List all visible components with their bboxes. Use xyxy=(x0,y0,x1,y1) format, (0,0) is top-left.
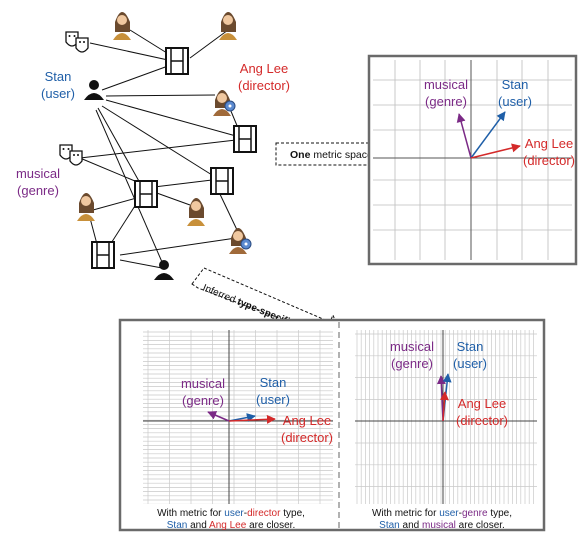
user-silhouette-icon xyxy=(84,80,104,100)
single-metric-space-panel: musical (genre) Stan (user) Ang Lee (dir… xyxy=(367,54,578,266)
left-stan-type: (user) xyxy=(256,392,290,407)
right-ang-type: (director) xyxy=(456,413,508,428)
person-icon xyxy=(77,193,95,221)
musical-type-label: (genre) xyxy=(17,183,59,198)
left-caption-line1: With metric for user-director type, xyxy=(157,508,305,519)
ang-lee-label: Ang Lee xyxy=(240,61,288,76)
film-strip-icon xyxy=(134,180,158,208)
person-icon xyxy=(113,12,131,40)
single-ang-label: Ang Lee xyxy=(525,136,573,151)
director-icon xyxy=(213,90,236,116)
right-metric-grid xyxy=(355,330,537,508)
left-ang-label: Ang Lee xyxy=(283,413,331,428)
right-musical-type: (genre) xyxy=(391,356,433,371)
musical-label: musical xyxy=(16,166,60,181)
svg-text:One metric space: One metric space xyxy=(290,149,373,161)
single-stan-label: Stan xyxy=(502,77,529,92)
left-caption-line2: Stan and Ang Lee are closer. xyxy=(167,520,295,531)
left-stan-label: Stan xyxy=(260,375,287,390)
film-strip-icon xyxy=(165,47,189,75)
person-icon xyxy=(219,12,237,40)
film-strip-icon xyxy=(233,125,257,153)
type-specific-panel: musical (genre) Stan (user) Ang Lee (dir… xyxy=(118,318,546,532)
director-icon xyxy=(229,228,252,254)
single-stan-type: (user) xyxy=(498,94,532,109)
right-stan-label: Stan xyxy=(457,339,484,354)
one-metric-rest: metric space xyxy=(310,149,373,161)
left-metric-grid xyxy=(143,330,333,508)
theater-masks-icon xyxy=(59,144,83,166)
stan-type-label: (user) xyxy=(41,86,75,101)
theater-masks-icon xyxy=(65,31,89,53)
right-ang-label: Ang Lee xyxy=(458,396,506,411)
graph-edges xyxy=(79,29,239,269)
single-musical-label: musical xyxy=(424,77,468,92)
single-ang-type: (director) xyxy=(523,153,575,168)
left-ang-type: (director) xyxy=(281,430,333,445)
user-silhouette-icon xyxy=(154,260,174,280)
left-musical-label: musical xyxy=(181,376,225,391)
film-strip-icon xyxy=(210,167,234,195)
left-musical-type: (genre) xyxy=(182,393,224,408)
ang-lee-type-label: (director) xyxy=(238,78,290,93)
stan-label: Stan xyxy=(45,69,72,84)
right-musical-label: musical xyxy=(390,339,434,354)
right-caption-line1: With metric for user-genre type, xyxy=(372,508,512,519)
right-caption-line2: Stan and musical are closer. xyxy=(379,520,505,531)
one-metric-bold: One xyxy=(290,149,311,161)
person-icon xyxy=(187,198,205,226)
single-musical-type: (genre) xyxy=(425,94,467,109)
right-stan-type: (user) xyxy=(453,356,487,371)
film-strip-icon xyxy=(91,241,115,269)
